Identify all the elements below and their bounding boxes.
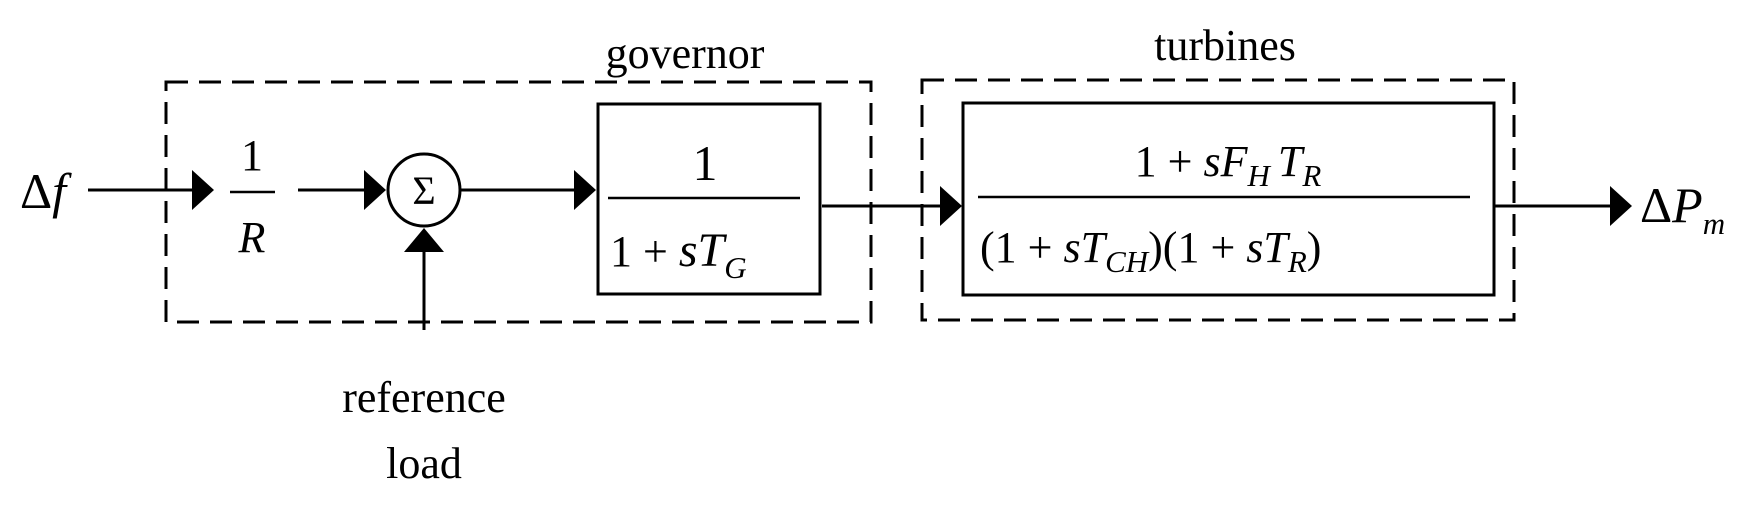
gain-denominator: R bbox=[238, 213, 266, 262]
input-arrowhead bbox=[192, 170, 214, 210]
output-arrowhead bbox=[1610, 186, 1632, 226]
governor-group bbox=[164, 80, 873, 324]
governor-title: governor bbox=[606, 29, 765, 78]
turbine-tf-box bbox=[961, 101, 1496, 297]
gain-to-summer-arrowhead bbox=[364, 170, 386, 210]
governor-tf-denominator: 1 + sTG bbox=[610, 224, 747, 285]
output-delta-pm: ΔPm bbox=[1640, 177, 1725, 241]
sigma-symbol: Σ bbox=[412, 168, 435, 213]
turbines-title: turbines bbox=[1154, 21, 1296, 70]
reference-arrowhead bbox=[404, 228, 444, 252]
reference-label-line1: reference bbox=[342, 373, 506, 422]
governor-to-turbine-arrowhead bbox=[940, 186, 962, 226]
reference-label-line2: load bbox=[386, 439, 462, 488]
input-delta-f: Δf bbox=[20, 163, 72, 219]
turbine-tf-denominator: (1 + sTCH)(1 + sTR) bbox=[980, 223, 1321, 279]
summer-to-governor-arrowhead bbox=[574, 170, 596, 210]
gain-block: 1 R bbox=[230, 131, 275, 262]
governor-tf-numerator: 1 bbox=[693, 135, 718, 191]
gain-numerator: 1 bbox=[241, 131, 263, 180]
turbines-group bbox=[920, 78, 1516, 322]
